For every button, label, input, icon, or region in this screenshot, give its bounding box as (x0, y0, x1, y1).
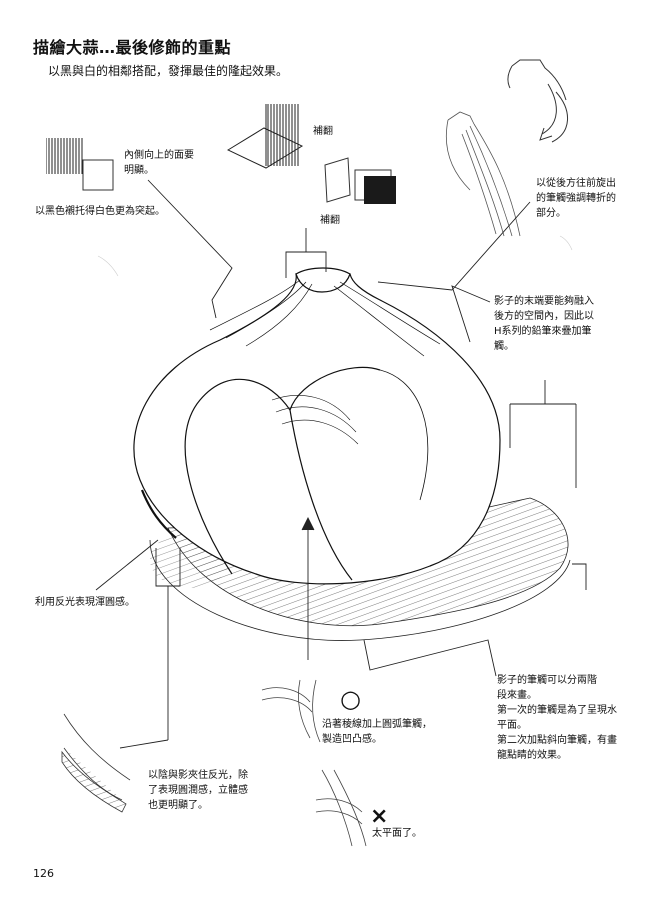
page-title: 描繪大蒜…最後修飾的重點 (33, 38, 232, 57)
callout-lines (95, 179, 587, 749)
good-example-sketch (261, 679, 321, 743)
page-subtitle: 以黑與白的相鄰搭配，發揮最佳的隆起效果。 (48, 64, 289, 78)
note-shadow-end: 影子的末端要能夠融入 後方的空間內，因此以 H系列的鉛筆來疊加筆 觸。 (494, 296, 594, 352)
stroke-study-upper (445, 111, 521, 237)
shadow-study (61, 713, 131, 813)
fold-diagram-2 (324, 157, 396, 204)
note-back-rotate: 以從後方往前旋出 的筆觸強調轉折的 部分。 (536, 178, 616, 219)
black-white-swatch (46, 138, 114, 191)
note-light-shadow: 以陰與影夾住反光，除 了表現圓潤感，立體感 也更明顯了。 (148, 770, 248, 811)
garlic-tip-sketch (507, 59, 568, 143)
fold-diagram-1 (226, 104, 304, 169)
good-mark: ○ (340, 685, 361, 713)
note-fill-1: 補翻 (313, 126, 333, 137)
page-number: 126 (33, 867, 54, 880)
note-fill-2: 補翻 (320, 215, 340, 226)
bad-mark: × (370, 804, 389, 829)
bad-example-sketch (315, 769, 367, 847)
note-bad-example: 太平面了。 (372, 828, 422, 839)
background-wash (97, 235, 573, 277)
note-inner-face: 內側向上的面要 明顯。 (124, 150, 194, 176)
note-good-example: 沿著稜線加上圓弧筆觸， 製造凹凸感。 (322, 719, 432, 745)
note-black-white: 以黑色襯托得白色更為突起。 (35, 206, 165, 217)
note-reflected-light: 利用反光表現渾圓感。 (35, 597, 135, 608)
garlic-bulb (133, 267, 571, 641)
note-shadow-stages: 影子的筆觸可以分兩階 段來畫。 第一次的筆觸是為了呈現水 平面。 第二次加點斜向… (497, 675, 617, 761)
